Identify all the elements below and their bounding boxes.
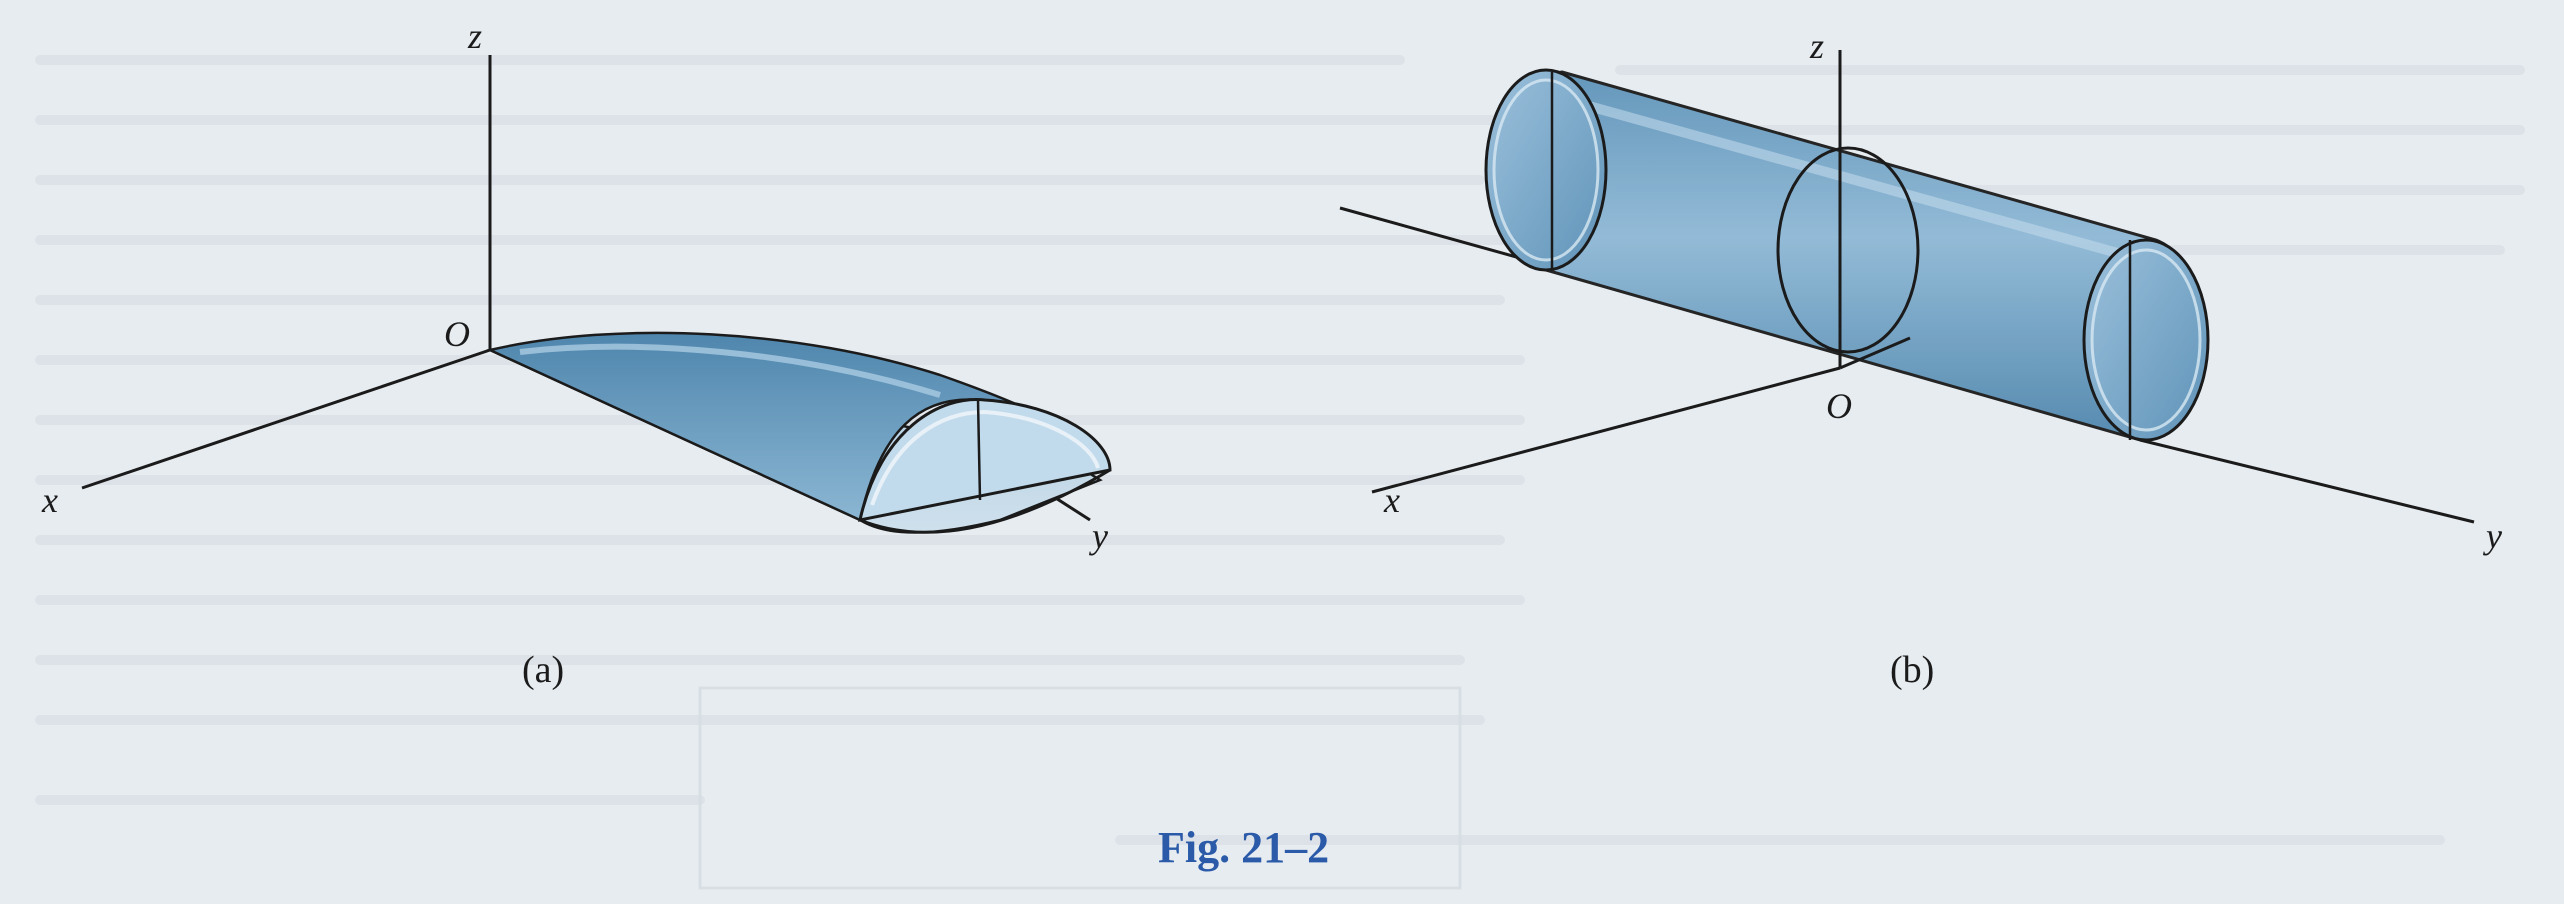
panel-b-y-axis-back: [1339, 206, 1521, 260]
cylinder-mid-section: [1776, 146, 1920, 354]
panel-b: z x y O (b): [1339, 26, 2502, 691]
cylinder-left-cap: [1484, 68, 1608, 272]
panel-b-y-label: y: [2483, 516, 2502, 556]
panel-a-z-label: z: [467, 16, 482, 56]
panel-a-origin-label: O: [444, 314, 470, 354]
cylinder-body: [1484, 68, 2210, 442]
panel-b-z-label: z: [1809, 26, 1824, 66]
panel-b-origin-label: O: [1826, 386, 1852, 426]
panel-a-caption: (a): [522, 649, 564, 691]
half-cone-body: [486, 331, 1112, 534]
figure-caption: Fig. 21–2: [1158, 823, 1329, 872]
panel-a: z x y O (a): [41, 16, 1112, 691]
panel-b-caption: (b): [1890, 649, 1934, 691]
panel-b-y-axis: [2139, 438, 2475, 524]
panel-a-y-label: y: [1089, 516, 1108, 556]
panel-a-x-axis: [81, 348, 491, 490]
panel-b-x-axis: [1371, 366, 1841, 494]
cylinder-right-cap: [2082, 238, 2210, 442]
panel-b-x-label: x: [1383, 480, 1400, 520]
panel-a-x-label: x: [41, 480, 58, 520]
